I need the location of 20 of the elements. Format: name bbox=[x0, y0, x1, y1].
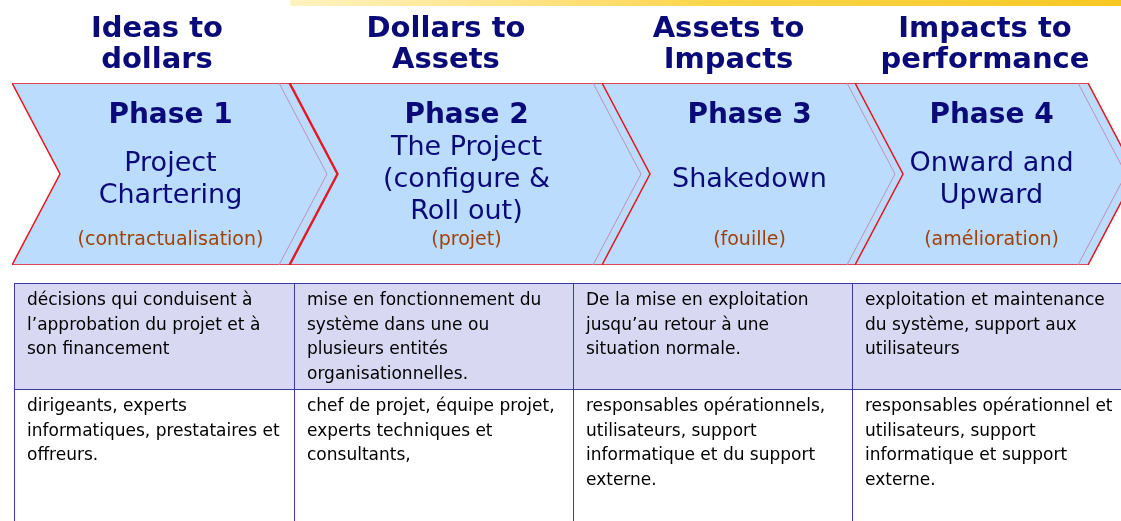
table-cell: décisions qui conduisent à l’approbation du projet et à son financement bbox=[15, 284, 294, 389]
phase-title: Phase 1 bbox=[108, 99, 233, 129]
stage-heading: Dollars to Assets bbox=[365, 12, 527, 74]
phase-name: Onward and Upward bbox=[908, 146, 1075, 210]
table-cell: exploitation et maintenance du système, support aux utilisateurs bbox=[852, 284, 1121, 389]
phase-french-name: (fouille) bbox=[713, 227, 786, 249]
stage-heading: Impacts to performance bbox=[879, 12, 1091, 74]
phase-name: The Project (configure & Roll out) bbox=[382, 130, 551, 226]
phase-title: Phase 3 bbox=[687, 99, 812, 129]
phase-french-name: (amélioration) bbox=[924, 227, 1059, 249]
stage-heading: Ideas to dollars bbox=[90, 12, 224, 74]
table-cell: De la mise en exploitation jusqu’au retour à une situation normale. bbox=[573, 284, 852, 389]
phase-name: Shakedown bbox=[672, 162, 827, 194]
phase-french-name: (projet) bbox=[431, 227, 502, 249]
stage-heading: Assets to Impacts bbox=[651, 12, 806, 74]
table-cell: mise en fonctionnement du système dans une ou plusieurs entités organisationnelles. bbox=[294, 284, 573, 389]
phase-title: Phase 2 bbox=[404, 99, 529, 129]
phase-title: Phase 4 bbox=[929, 99, 1054, 129]
phase-french-name: (contractualisation) bbox=[77, 227, 264, 249]
phase-name: Project Chartering bbox=[97, 146, 244, 210]
